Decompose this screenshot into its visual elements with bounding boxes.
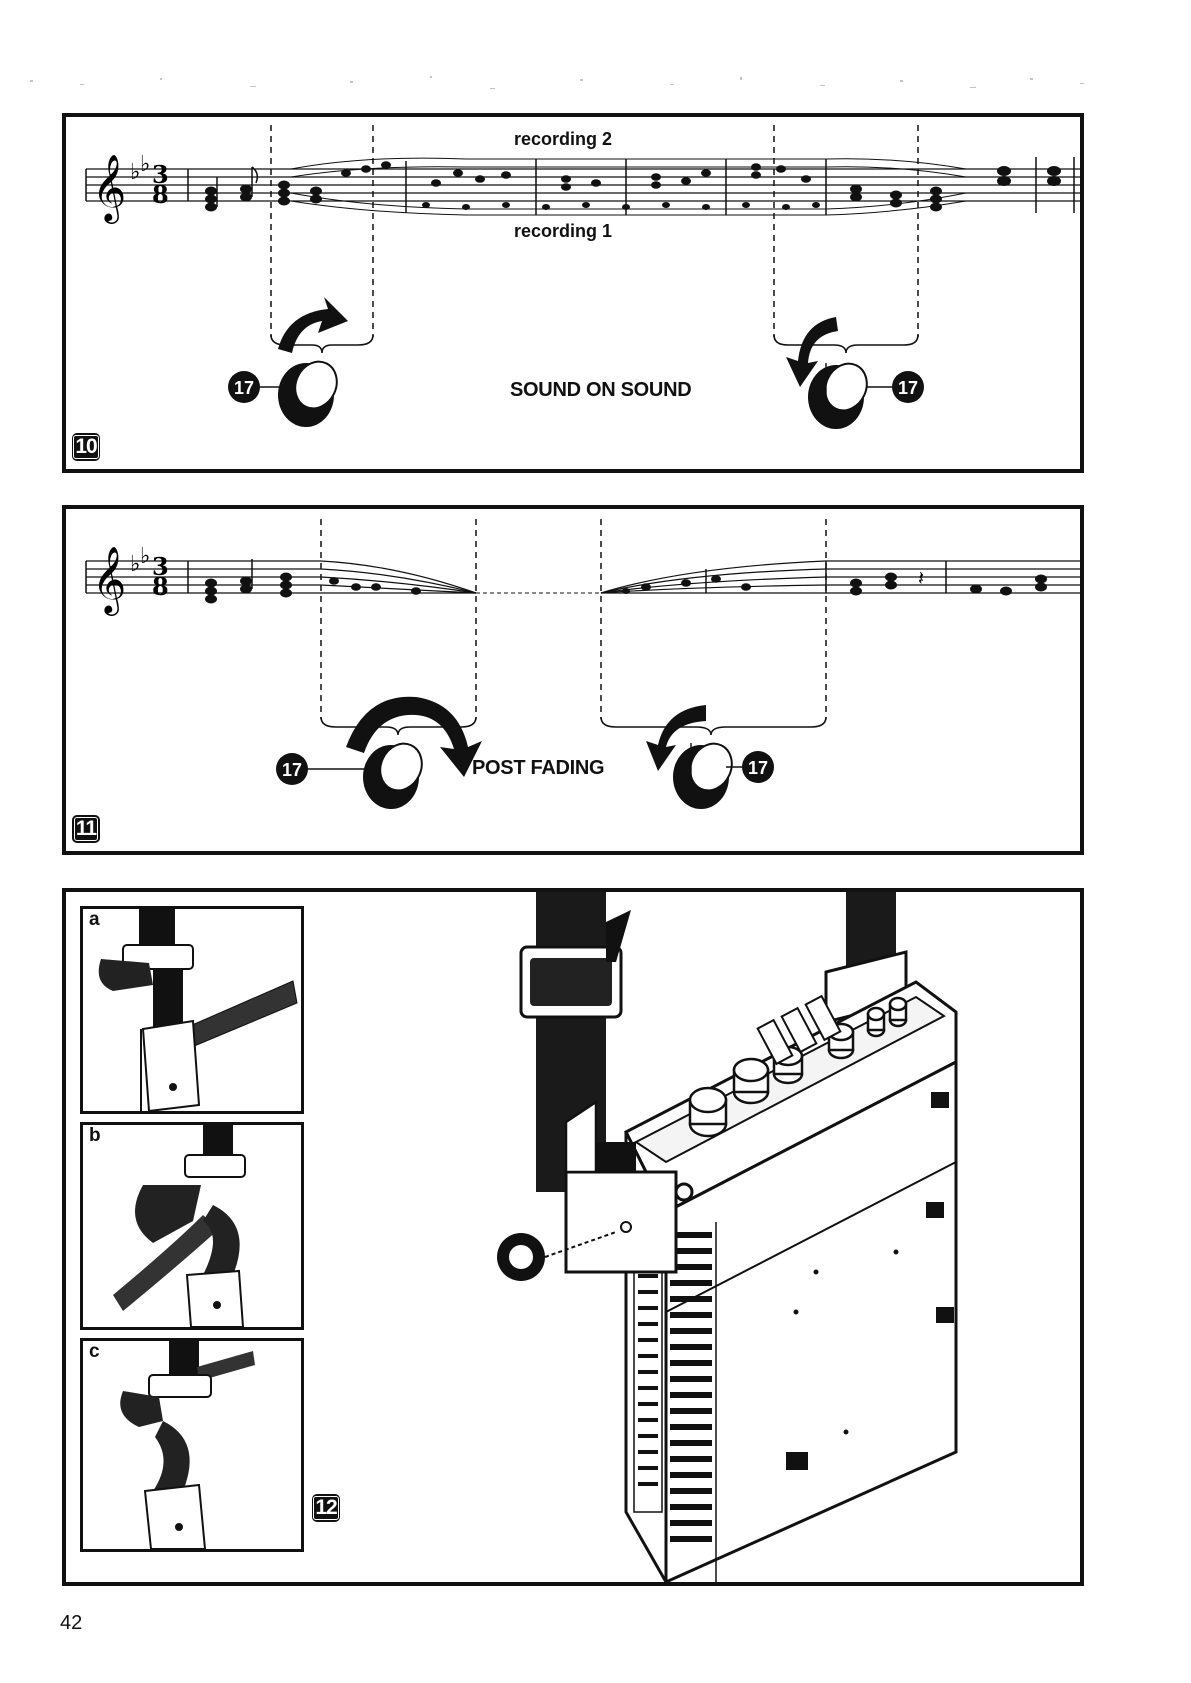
sub-figure-label: b [89,1125,101,1147]
treble-clef-icon: 𝄞 [92,545,126,616]
svg-text:17: 17 [282,760,302,780]
svg-text:♭: ♭ [130,160,140,185]
lower-track-label: recording 1 [514,221,612,242]
figure-number-badge: 12 [312,1494,340,1522]
music-staff [86,169,1080,201]
figure-10-drawing: 𝄞 ♭ ♭ 3 8 [66,117,1080,469]
figure-10-sound-on-sound: 𝄞 ♭ ♭ 3 8 [62,113,1084,473]
scan-noise [20,72,1110,100]
svg-text:8: 8 [152,572,169,601]
svg-text:♭: ♭ [130,552,140,577]
knob-icon: 17 [673,737,774,809]
figure-12-strap-mounting: a b c [62,888,1084,1586]
knob-icon: 17 [808,357,924,429]
figure-number-badge: 11 [72,815,100,843]
figure-caption: SOUND ON SOUND [510,379,691,402]
figure-11-drawing: 𝄞 ♭ ♭ 3 8 𝄽 [66,509,1080,851]
svg-text:♭: ♭ [140,544,150,569]
svg-text:17: 17 [898,378,918,398]
strap-illustration [83,1341,301,1549]
upper-track-label: recording 2 [514,129,612,150]
sub-figure-label: a [89,909,100,931]
figure-11-post-fading: 𝄞 ♭ ♭ 3 8 𝄽 [62,505,1084,855]
strap-illustration [83,1125,301,1327]
sub-figure-b: b [80,1122,304,1330]
svg-text:17: 17 [748,758,768,778]
knob-icon: 17 [228,355,344,427]
sub-figure-label: c [89,1341,100,1363]
svg-text:♭: ♭ [140,152,150,177]
tape-recorder-illustration [466,892,1026,1582]
figure-caption: POST FADING [472,757,604,780]
treble-clef-icon: 𝄞 [92,153,126,224]
sub-figure-c: c [80,1338,304,1552]
sub-figure-a: a [80,906,304,1114]
svg-text:17: 17 [234,378,254,398]
svg-text:𝄽: 𝄽 [918,566,924,590]
svg-text:8: 8 [152,180,169,209]
strap-illustration [83,909,301,1111]
page-number: 42 [60,1612,82,1635]
music-staff [86,561,1080,593]
figure-number-badge: 10 [72,433,100,461]
